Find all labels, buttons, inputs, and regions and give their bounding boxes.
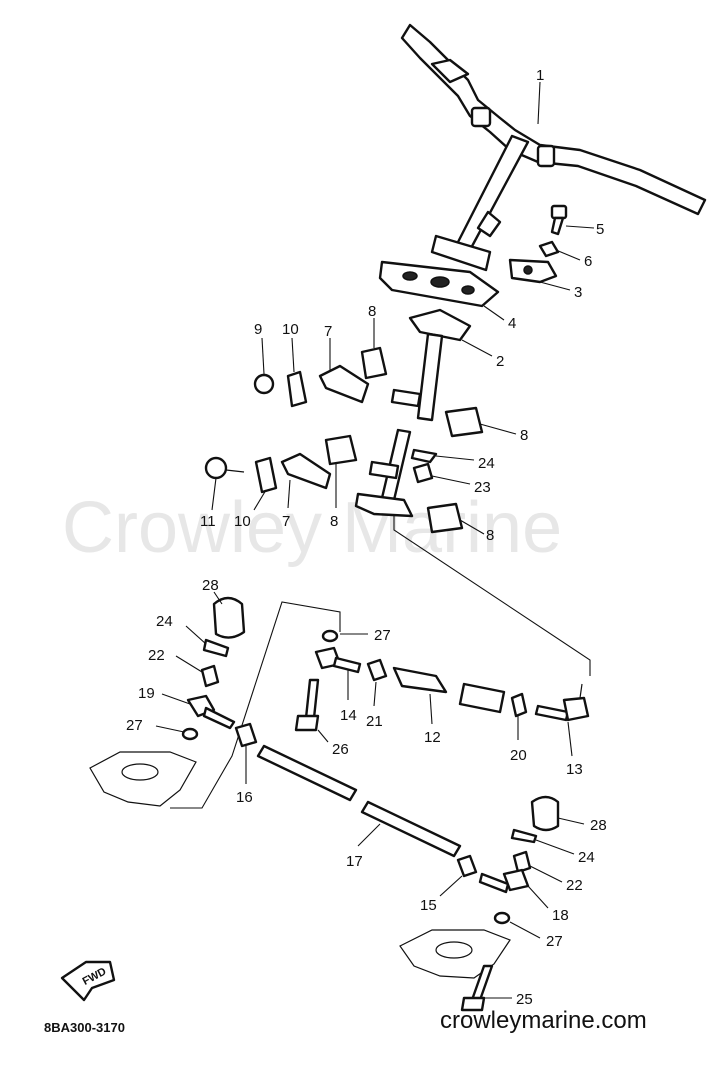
callout-6: 6: [584, 253, 592, 270]
sleeve-12b: [458, 682, 506, 714]
cap-28-lower: [530, 795, 560, 832]
diagram-code: 8BA300-3170: [44, 1020, 125, 1035]
cap-28-upper: [212, 596, 246, 639]
nut-20: [510, 692, 528, 718]
callout-4: 4: [508, 315, 516, 332]
ball-joint-13: [534, 683, 590, 722]
fwd-arrow-icon: FWD: [60, 960, 116, 1002]
callout-16: 16: [236, 789, 253, 806]
bolt-24-left: [202, 638, 230, 658]
screw-11: [204, 456, 245, 480]
bushing-8-lower: [426, 502, 464, 534]
leader-lines: [155, 81, 595, 999]
callout-25: 25: [516, 991, 533, 1008]
tie-rod-17: [256, 744, 462, 858]
clamp-7-upper: [318, 364, 370, 404]
bracket-10-upper: [286, 370, 308, 408]
ball-joint-18: [478, 868, 530, 894]
nut-21: [366, 658, 388, 682]
nut-22-right: [512, 850, 532, 874]
callout-28-upper: 28: [202, 577, 219, 594]
washer-27-left: [181, 727, 199, 741]
callout-24-left: 24: [156, 613, 173, 630]
nut-6: [538, 240, 560, 258]
bracket-10-lower: [254, 456, 278, 494]
callout-9: 9: [254, 321, 262, 338]
callout-17: 17: [346, 853, 363, 870]
callout-24-upper: 24: [478, 455, 495, 472]
nut-16: [234, 722, 258, 748]
nut-15: [456, 854, 478, 878]
bushing-8-middle: [324, 434, 358, 466]
sleeve-12: [392, 666, 448, 694]
bolt-5: [550, 204, 568, 236]
callout-1: 1: [536, 67, 544, 84]
callout-labels: 1 5 6 3 4 2 8 9 10 7 8 24 23 8 8 7 10 11…: [126, 67, 607, 1008]
ball-joint-19: [186, 694, 236, 730]
callout-8-right: 8: [520, 427, 528, 444]
mounting-plate: [378, 260, 500, 308]
callout-7-upper: 7: [324, 323, 332, 340]
callout-8-lower: 8: [486, 527, 494, 544]
callout-18: 18: [552, 907, 569, 924]
clamp-7-lower: [280, 452, 332, 490]
bushing-8-right: [444, 406, 484, 438]
callout-10-lower: 10: [234, 513, 251, 530]
callout-27-top: 27: [374, 627, 391, 644]
bolt-24-upper: [410, 448, 438, 464]
callout-14: 14: [340, 707, 357, 724]
bolt-24-right: [510, 828, 538, 844]
clamp-block: [508, 258, 558, 284]
bolt-26: [294, 678, 320, 732]
callout-13: 13: [566, 761, 583, 778]
callout-20: 20: [510, 747, 527, 764]
ball-joint-14: [314, 646, 362, 674]
callout-5: 5: [596, 221, 604, 238]
callout-27-right: 27: [546, 933, 563, 950]
callout-3: 3: [574, 284, 582, 301]
website-label: crowleymarine.com: [440, 1007, 647, 1034]
callout-11: 11: [200, 513, 216, 530]
callout-8-middle: 8: [330, 513, 338, 530]
bracket-right: [399, 929, 511, 979]
callout-21: 21: [366, 713, 383, 730]
callout-27-left: 27: [126, 717, 143, 734]
callout-12: 12: [424, 729, 441, 746]
callout-2: 2: [496, 353, 504, 370]
callout-28-lower: 28: [590, 817, 607, 834]
callout-26: 26: [332, 741, 349, 758]
callout-10-upper: 10: [282, 321, 299, 338]
bushing-8-upper: [360, 346, 388, 380]
callout-7-lower: 7: [282, 513, 290, 530]
washer-27-top: [321, 629, 339, 643]
watermark: Crowley Marine: [62, 488, 562, 568]
bracket-left: [89, 751, 197, 807]
washer-27-right: [493, 911, 511, 925]
callout-19: 19: [138, 685, 155, 702]
callout-24-right: 24: [578, 849, 595, 866]
steering-handle: [400, 23, 707, 272]
callout-15: 15: [420, 897, 437, 914]
callout-23: 23: [474, 479, 491, 496]
nut-23: [412, 462, 434, 484]
steering-column: [354, 308, 472, 518]
nut-9: [253, 373, 275, 395]
callout-22-right: 22: [566, 877, 583, 894]
bolt-25: [460, 964, 494, 1012]
callout-8-upper: 8: [368, 303, 376, 320]
callout-22-left: 22: [148, 647, 165, 664]
nut-22-left: [200, 664, 220, 688]
